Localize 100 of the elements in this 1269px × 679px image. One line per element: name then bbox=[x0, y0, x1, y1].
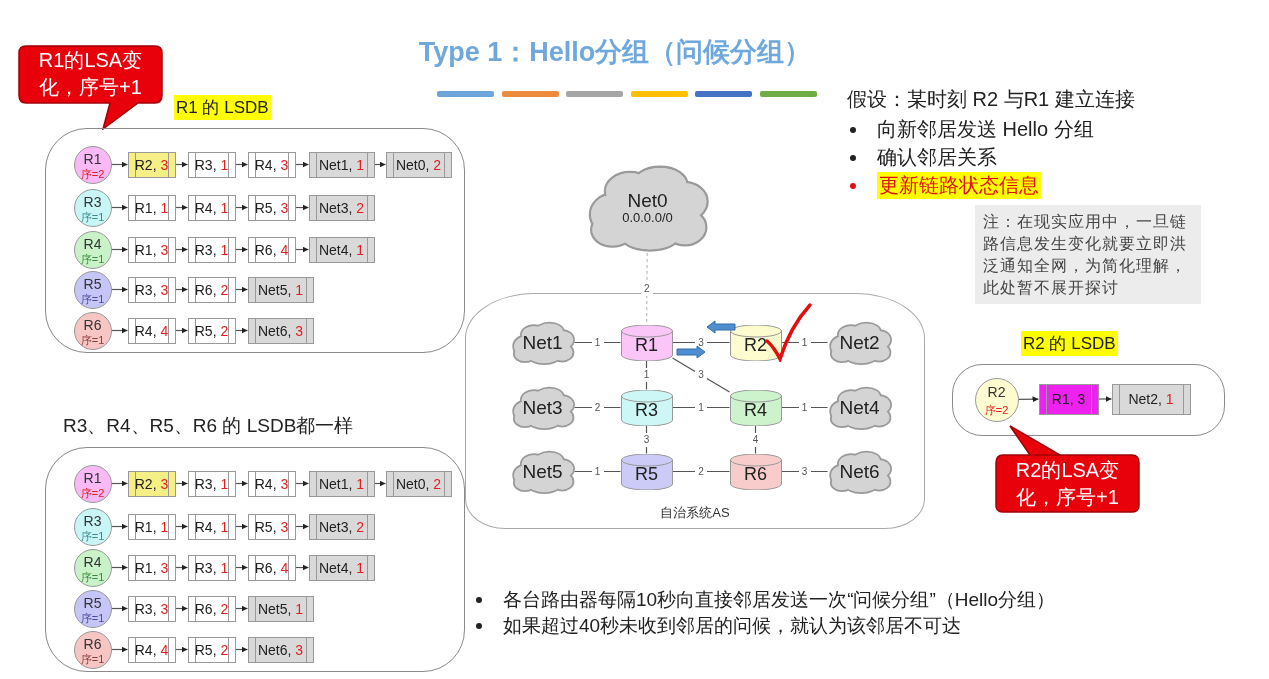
boundary-caption: 自治系统AS bbox=[659, 504, 731, 522]
network-cloud: Net0 0.0.0.0/0 bbox=[585, 163, 710, 253]
link-line bbox=[671, 357, 731, 393]
lsa-record: R3, 1 bbox=[187, 236, 236, 263]
router-cylinder: R2 bbox=[729, 324, 782, 361]
arrow bbox=[110, 204, 129, 211]
lsa-record: Net4, 1 bbox=[308, 236, 375, 263]
lsa-record: R6, 2 bbox=[187, 276, 236, 303]
text-line: 如果超过40秒未收到邻居的问候，就认为该邻居不可达 bbox=[503, 614, 962, 638]
arrow bbox=[110, 564, 129, 571]
network-cloud: Net1 bbox=[510, 320, 575, 365]
lsa-record: R3, 1 bbox=[187, 470, 236, 497]
arrow bbox=[294, 161, 310, 168]
panel-heading: R3、R4、R5、R6 的 LSDB都一样 bbox=[62, 414, 355, 438]
router-name: R2 bbox=[986, 383, 1007, 400]
lsa-record: R1, 1 bbox=[127, 194, 176, 221]
link-line bbox=[754, 424, 757, 455]
arrow bbox=[234, 605, 249, 612]
lsa-record: Net0, 2 bbox=[385, 151, 452, 178]
arrow bbox=[174, 246, 189, 253]
lsa-record: Net0, 2 bbox=[385, 470, 452, 497]
arrow bbox=[174, 523, 189, 530]
link-line bbox=[671, 341, 731, 344]
panel-heading: R1 的 LSDB bbox=[174, 95, 271, 120]
edge-label: 2 bbox=[640, 281, 653, 296]
network-cloud: Net2 bbox=[827, 320, 892, 365]
link-line bbox=[671, 470, 731, 473]
router-circle bbox=[73, 230, 112, 269]
arrow bbox=[174, 564, 189, 571]
lsa-record: R6, 4 bbox=[247, 236, 296, 263]
slide-title: Type 1：Hello分组（问候分组） bbox=[417, 36, 813, 69]
link-line bbox=[780, 470, 829, 473]
arrow bbox=[110, 286, 129, 293]
lsa-record: R3, 1 bbox=[187, 151, 236, 178]
lsa-record: R5, 2 bbox=[187, 317, 236, 344]
arrow bbox=[234, 523, 249, 530]
arrow bbox=[294, 480, 310, 487]
arrow bbox=[110, 480, 129, 487]
arrow bbox=[234, 564, 249, 571]
router-circle bbox=[73, 630, 112, 669]
lsa-record: Net5, 1 bbox=[247, 595, 314, 622]
router-cylinder: R4 bbox=[729, 389, 782, 426]
sequence-number: 序=2 bbox=[79, 167, 106, 183]
lsa-record: R1, 3 bbox=[127, 554, 176, 581]
lsa-record: R4, 3 bbox=[247, 470, 296, 497]
lsa-record: R4, 4 bbox=[127, 636, 176, 663]
sequence-number: 序=1 bbox=[79, 252, 106, 268]
lsa-record: R2, 3 bbox=[127, 470, 176, 497]
panel-heading: R2 的 LSDB bbox=[1021, 331, 1118, 356]
router-name: R4 bbox=[82, 554, 103, 571]
network-cloud: Net3 bbox=[510, 385, 575, 430]
network-cloud: Net5 bbox=[510, 449, 575, 494]
arrow bbox=[174, 605, 189, 612]
text-line: 确认邻居关系 bbox=[877, 145, 997, 170]
callout: R1的LSA变化，序号+1 bbox=[18, 45, 163, 130]
network-cloud: Net6 bbox=[827, 449, 892, 494]
link-line bbox=[780, 406, 829, 409]
router-cylinder: R5 bbox=[620, 453, 673, 490]
lsa-record: Net3, 2 bbox=[308, 194, 375, 221]
lsa-record: Net3, 2 bbox=[308, 513, 375, 540]
link-line bbox=[573, 341, 622, 344]
router-name: R3 bbox=[82, 513, 103, 530]
sequence-number: 序=1 bbox=[79, 292, 106, 308]
text-line: 向新邻居发送 Hello 分组 bbox=[877, 117, 1094, 142]
callout: R2的LSA变化，序号+1 bbox=[995, 425, 1140, 513]
lsa-record: R2, 3 bbox=[127, 151, 176, 178]
arrow bbox=[234, 646, 249, 653]
arrow bbox=[110, 646, 129, 653]
router-name: R1 bbox=[82, 470, 103, 487]
text-line: 各台路由器每隔10秒向直接邻居发送一次“问候分组”（Hello分组） bbox=[503, 588, 1056, 612]
sequence-number: 序=1 bbox=[79, 210, 106, 226]
router-circle bbox=[73, 507, 112, 546]
router-circle bbox=[73, 589, 112, 628]
arrow bbox=[110, 327, 129, 334]
lsa-record: R3, 3 bbox=[127, 276, 176, 303]
network-cloud: Net4 bbox=[827, 385, 892, 430]
lsa-record: Net4, 1 bbox=[308, 554, 375, 581]
router-circle bbox=[73, 188, 112, 227]
lsa-record: R3, 1 bbox=[187, 554, 236, 581]
arrow bbox=[373, 480, 387, 487]
router-name: R1 bbox=[82, 151, 103, 168]
arrow bbox=[234, 246, 249, 253]
link-line bbox=[671, 406, 731, 409]
router-name: R3 bbox=[82, 194, 103, 211]
lsa-record: R6, 2 bbox=[187, 595, 236, 622]
sequence-number: 序=1 bbox=[79, 529, 106, 545]
arrow bbox=[294, 523, 310, 530]
router-name: R4 bbox=[82, 236, 103, 253]
router-cylinder: R3 bbox=[620, 389, 673, 426]
arrow bbox=[1097, 396, 1113, 402]
text-line: 假设：某时刻 R2 与R1 建立连接 bbox=[847, 87, 1135, 112]
arrow bbox=[294, 204, 310, 211]
router-circle bbox=[73, 464, 112, 503]
sequence-number: 序=1 bbox=[79, 652, 106, 668]
lsa-record: Net6, 3 bbox=[247, 317, 314, 344]
lsa-record: R5, 3 bbox=[247, 194, 296, 221]
link-line bbox=[573, 406, 622, 409]
arrow bbox=[234, 286, 249, 293]
edge-label: 3 bbox=[695, 368, 707, 382]
link-line bbox=[573, 470, 622, 473]
